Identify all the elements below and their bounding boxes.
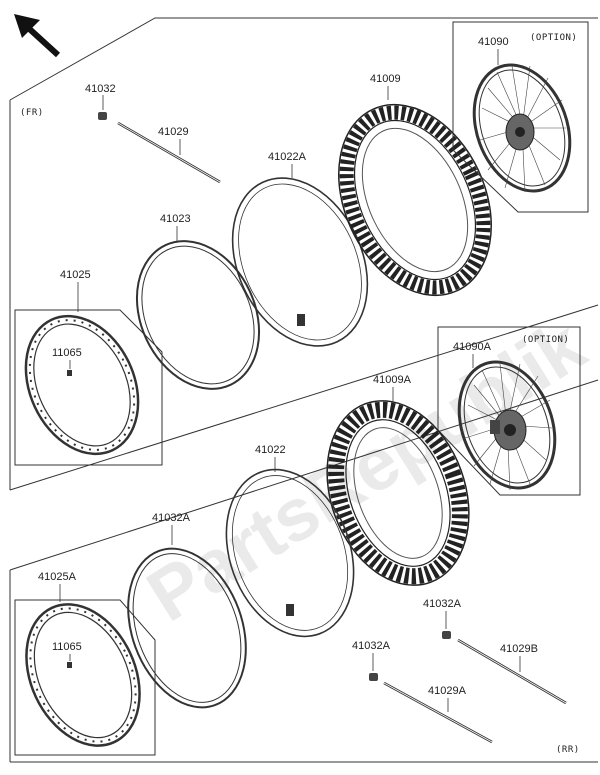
front-rim-band-part[interactable] [114, 221, 282, 409]
label-rear-clamp-lower: 41032A [352, 640, 391, 652]
rear-wheel-assembly-part[interactable] [442, 349, 571, 502]
label-rear-tube: 41022 [255, 444, 286, 456]
rear-rim-band-part[interactable] [107, 532, 266, 724]
label-rear-nipple: 11065 [52, 641, 82, 653]
rear-nipple-part[interactable] [67, 662, 72, 668]
rear-spoke-rod-upper-part[interactable] [457, 638, 567, 705]
front-clamp-part[interactable] [98, 112, 107, 120]
rear-rim-box [14, 599, 156, 756]
label-front-tire: 41009 [370, 73, 401, 85]
rear-wheel-option-box: (OPTION) [437, 326, 581, 496]
label-rear-tire: 41009A [373, 374, 412, 386]
rear-rim-part[interactable] [5, 586, 162, 764]
label-rear-wheel-option: 41090A [453, 341, 492, 353]
label-rear-spoke-rod-upper: 41029B [500, 643, 538, 655]
rear-wheel-panel: (RR) [9, 379, 599, 763]
rear-clamp-upper-part[interactable] [442, 631, 451, 639]
front-tube-part[interactable] [207, 156, 394, 368]
label-front-spoke-rod: 41029 [158, 126, 189, 138]
front-option-tag: (OPTION) [530, 33, 577, 43]
rear-tire-part[interactable] [303, 381, 494, 605]
front-direction-tag: (FR) [20, 108, 44, 118]
watermark-text: PartsRepublik [133, 303, 600, 638]
label-front-rim: 41025 [60, 269, 91, 281]
front-tire-part[interactable] [309, 80, 520, 320]
front-spoke-rod-part[interactable] [117, 121, 221, 184]
front-nipple-part[interactable] [67, 370, 72, 376]
label-front-nipple: 11065 [52, 347, 82, 359]
front-wheel-panel: (FR) [9, 17, 599, 491]
direction-arrow-icon [14, 14, 61, 58]
label-front-rim-band: 41023 [160, 213, 191, 225]
rear-option-tag: (OPTION) [522, 335, 569, 345]
rear-tube-part[interactable] [204, 452, 376, 655]
front-wheel-assembly-part[interactable] [457, 52, 586, 205]
label-front-wheel-option: 41090 [478, 36, 509, 48]
label-front-tube: 41022A [268, 151, 307, 163]
front-rim-part[interactable] [4, 298, 159, 472]
rear-clamp-lower-part[interactable] [369, 673, 378, 681]
label-rear-clamp-upper: 41032A [423, 598, 462, 610]
label-rear-spoke-rod-lower: 41029A [428, 685, 467, 697]
rear-spoke-rod-lower-part[interactable] [383, 681, 493, 744]
label-rear-rim: 41025A [38, 571, 77, 583]
front-rim-box [14, 309, 163, 466]
label-front-clamp: 41032 [85, 83, 116, 95]
front-wheel-option-box: (OPTION) [452, 21, 589, 213]
rear-direction-tag: (RR) [556, 745, 580, 755]
label-rear-rim-band: 41032A [152, 512, 191, 524]
